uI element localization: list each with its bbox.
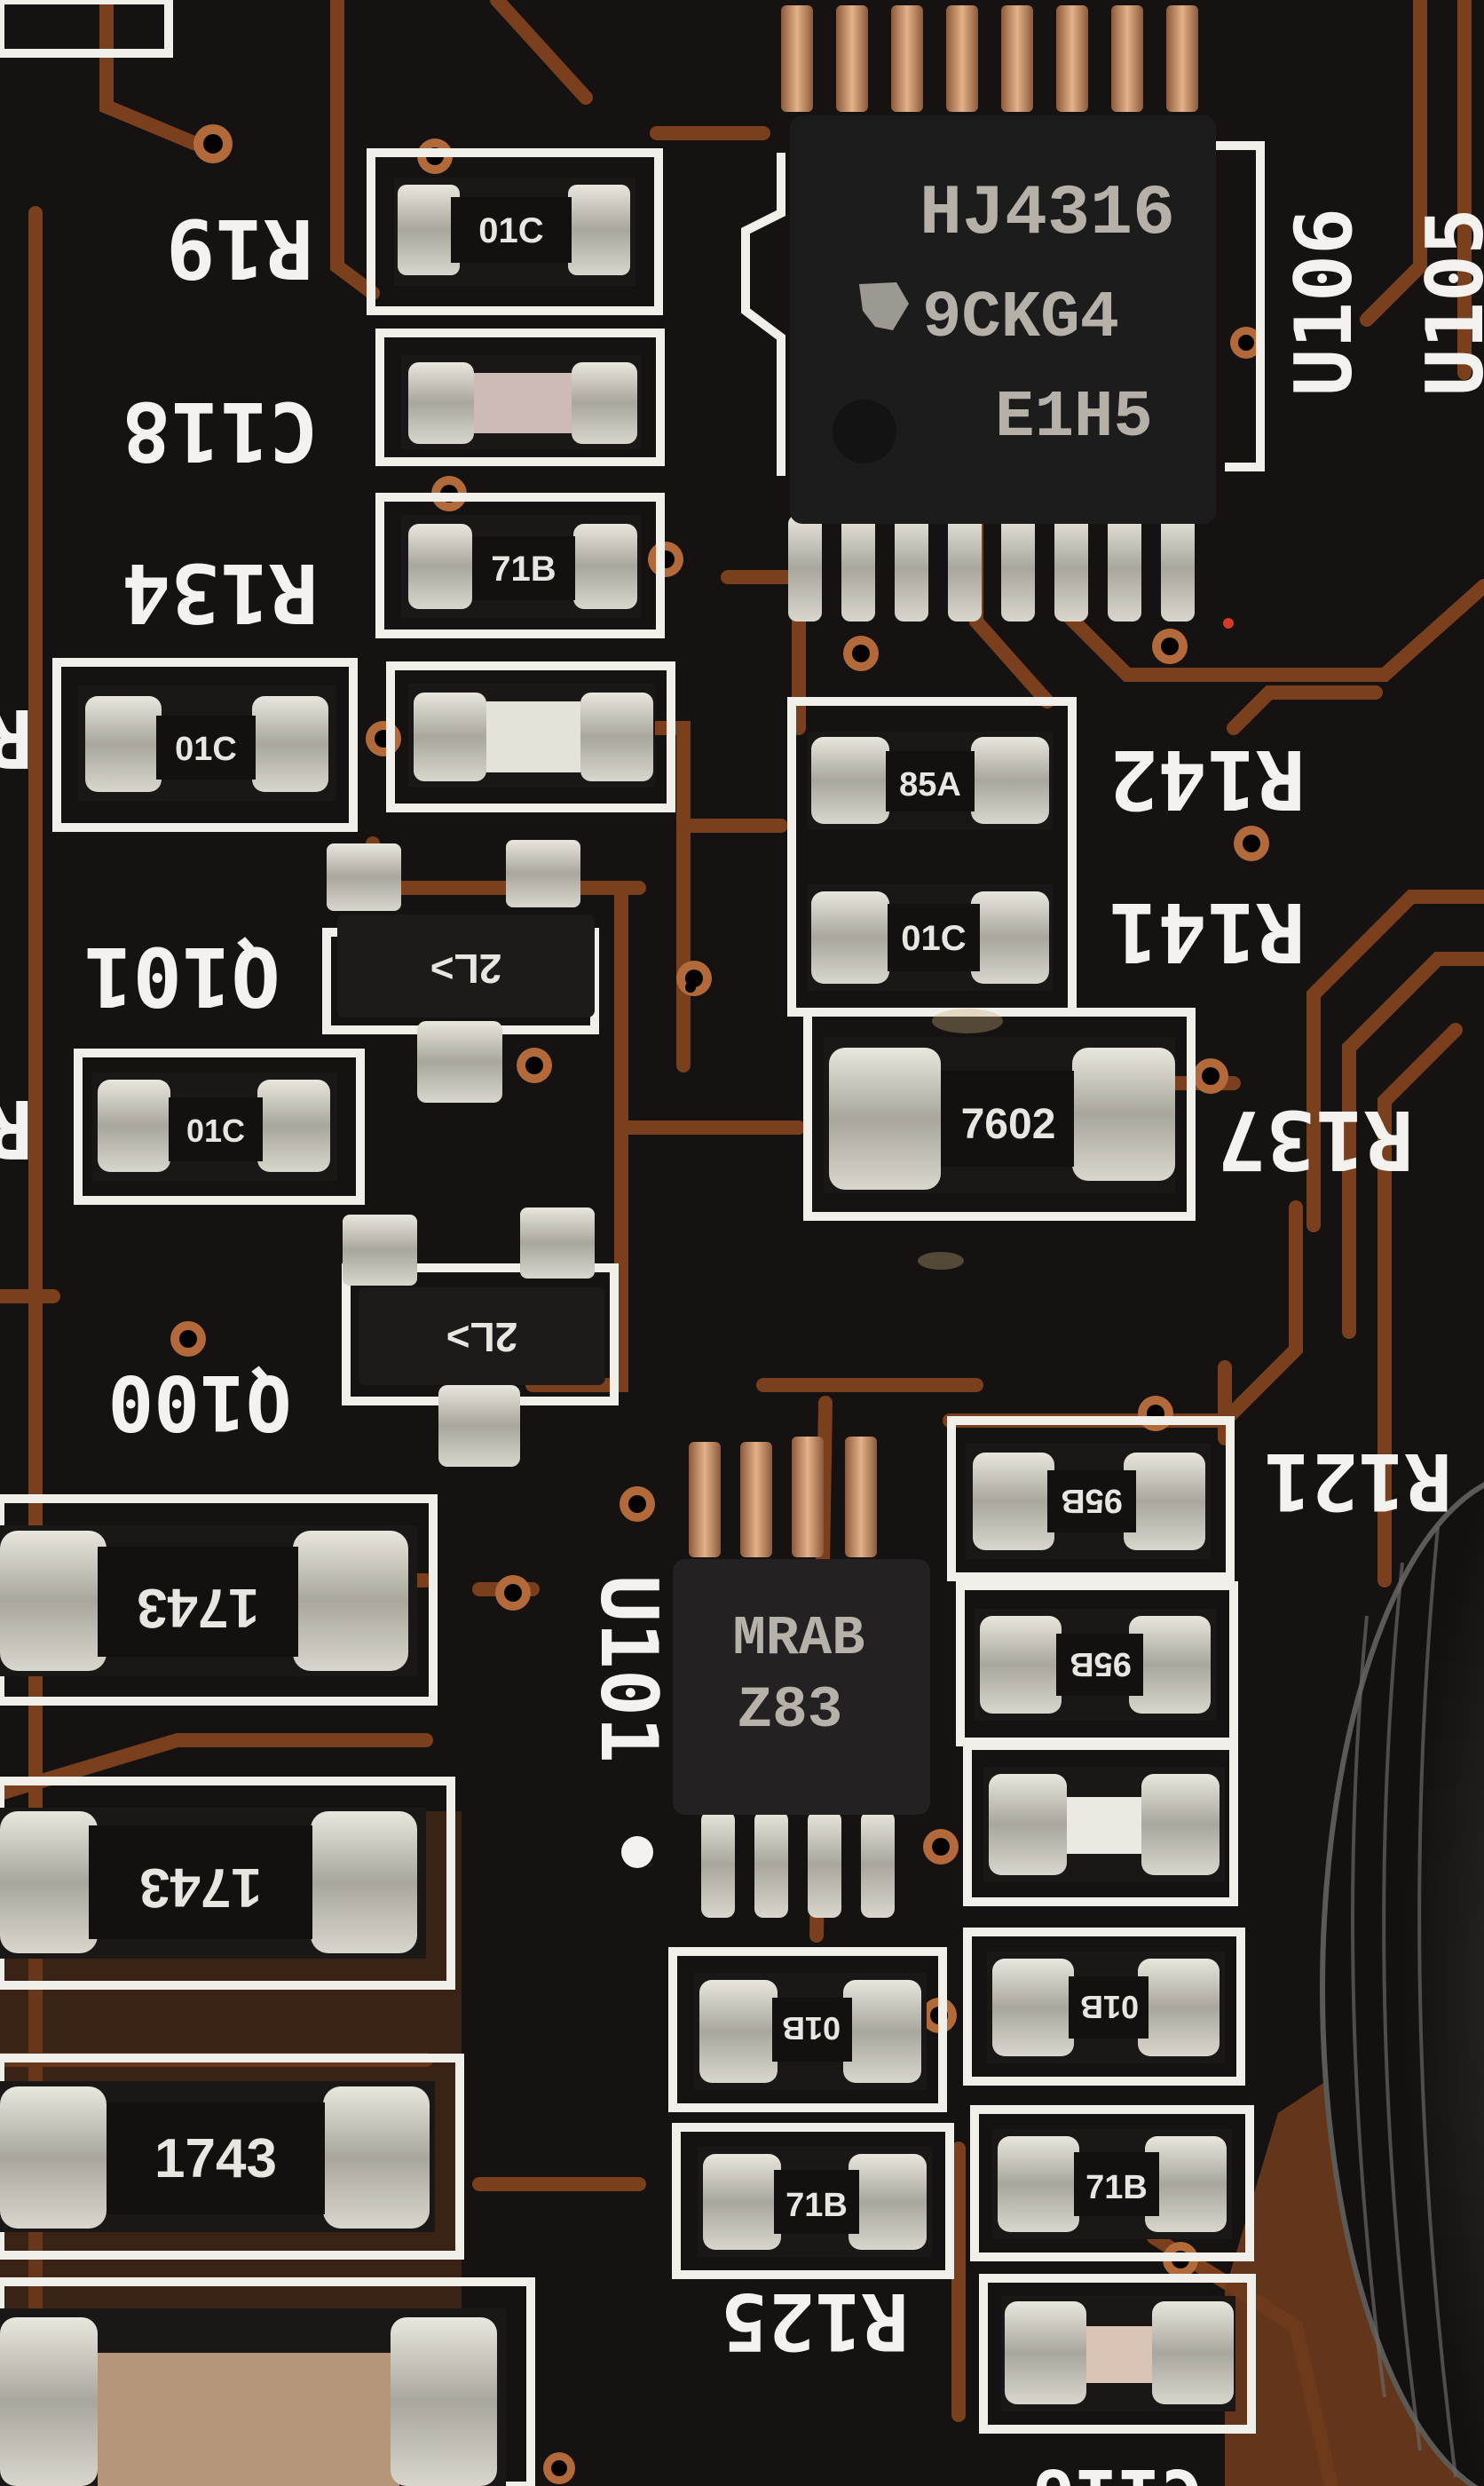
r141-code: 01C — [901, 919, 966, 958]
label-r125: R125 — [721, 2276, 909, 2367]
resistor-r121b: 95B — [975, 1609, 1216, 1721]
label-r-partial2: R — [0, 1081, 33, 1175]
left-r-code: 01C — [175, 731, 237, 768]
ti-logo-icon — [859, 282, 909, 330]
r121-code: 95B — [1061, 1482, 1123, 1519]
label-r142: R142 — [1109, 732, 1306, 827]
coin-ridges — [1351, 1526, 1457, 2478]
capacitor-unlabeled-1 — [408, 684, 655, 787]
u101-line2: Z83 — [738, 1677, 843, 1744]
capacitor-c116 — [1001, 2296, 1235, 2411]
ic-u106: HJ4316 9CKG4 E1H5 — [781, 5, 1216, 622]
label-c118: C118 — [122, 384, 319, 479]
resistor-r134: 71B — [401, 515, 641, 618]
label-r137: R137 — [1217, 1092, 1414, 1187]
capacitor-unlabeled-2 — [983, 1767, 1225, 1882]
left-r2-code: 01C — [186, 1112, 245, 1149]
capacitor-c118 — [401, 355, 641, 449]
label-r19: R19 — [166, 201, 313, 296]
silkscreen-outlines — [0, 0, 1265, 2486]
r137-code: 7602 — [961, 1101, 1056, 1148]
ic-u106-bottom-pins — [788, 515, 1195, 622]
label-r141: R141 — [1109, 884, 1306, 979]
resistor-big-3: 1743 — [0, 2081, 435, 2232]
label-c116: C116 — [1033, 2453, 1204, 2486]
big-r1-code: 1743 — [137, 1577, 259, 1638]
label-u106: U106 — [1278, 208, 1370, 396]
resistor-r141: 01C — [808, 884, 1053, 991]
transistor-q101: 2L> — [327, 840, 595, 1103]
q101-code: 2L> — [430, 946, 502, 992]
resistor-r121: 95B — [966, 1444, 1211, 1559]
resistor-big-2: 1743 — [0, 1808, 426, 1959]
u106-line1: HJ4316 — [920, 174, 1175, 255]
resistor-r125: 71B — [698, 2147, 932, 2257]
resistor-r125-right: 71B — [992, 2129, 1232, 2239]
label-q100: Q100 — [107, 1358, 291, 1446]
r142-code: 85A — [899, 766, 961, 804]
q100-code: 2L> — [446, 1314, 518, 1360]
vias — [170, 124, 1269, 2484]
r-pair1-left-code: 01B — [782, 2010, 841, 2047]
label-r121: R121 — [1264, 1436, 1452, 1527]
u106-line2: 9CKG4 — [922, 281, 1119, 356]
ic-u106-top-pins — [781, 5, 1198, 112]
resistor-r137: 7602 — [824, 1037, 1175, 1193]
resistor-left2-01c: 01C — [92, 1073, 337, 1181]
u101-line1: MRAB — [733, 1607, 865, 1670]
ic-u101: MRAB Z83 — [673, 1437, 930, 1918]
pin1-dot — [621, 1836, 653, 1868]
big-r3-code: 1743 — [154, 2128, 277, 2189]
label-u105: U105 — [1409, 208, 1484, 396]
resistor-big-1: 1743 — [0, 1525, 417, 1676]
u106-line3: E1H5 — [995, 381, 1153, 455]
r-pair1-right-code: 01B — [1080, 1989, 1139, 2025]
resistor-left-01c: 01C — [78, 685, 335, 801]
r121b-code: 95B — [1070, 1645, 1132, 1682]
big-r2-code: 1743 — [139, 1857, 262, 1918]
red-speck — [1223, 618, 1234, 629]
r125-code: 71B — [785, 2187, 848, 2224]
resistor-01b-left: 01B — [694, 1973, 927, 2090]
r134-code: 71B — [491, 550, 556, 589]
capacitor-large-bottom — [0, 2308, 506, 2486]
label-q101: Q101 — [83, 929, 280, 1024]
label-u101: U101 — [583, 1575, 675, 1763]
label-r-partial: R — [0, 691, 33, 784]
transistor-q100: 2L> — [343, 1207, 605, 1467]
r-pair2-right-code: 71B — [1085, 2169, 1148, 2206]
flux-residue — [918, 1009, 1003, 1270]
label-r134: R134 — [122, 545, 319, 640]
coin-cell — [1320, 1482, 1484, 2486]
r19-code: 01C — [478, 211, 543, 250]
ic-u101-bottom-pins — [701, 1811, 895, 1918]
ic-u101-top-pins — [689, 1437, 877, 1557]
resistor-r142: 85A — [808, 732, 1053, 829]
resistor-r19: 01C — [394, 178, 635, 286]
resistor-01b-right: 01B — [987, 1952, 1225, 2063]
